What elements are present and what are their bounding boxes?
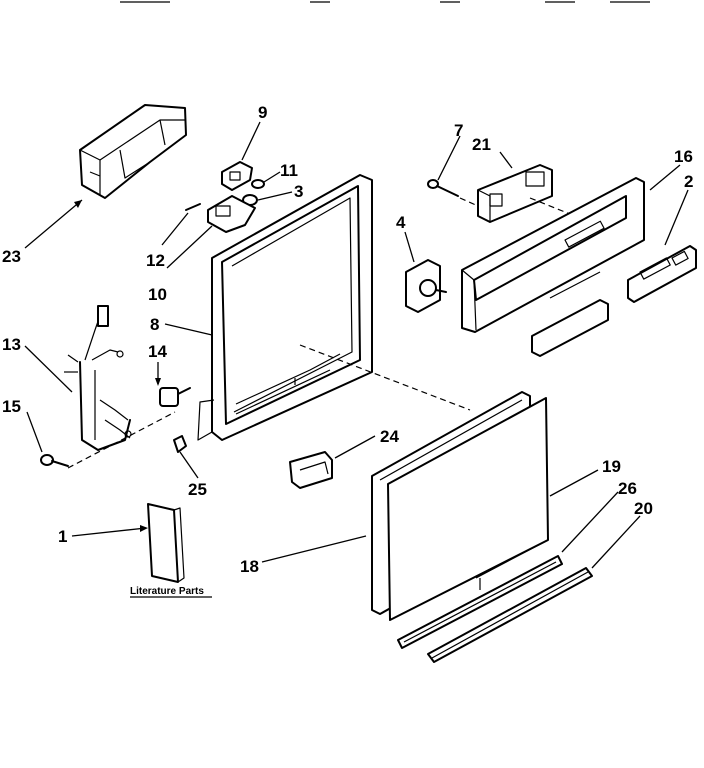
- callout-10: 10: [148, 285, 167, 304]
- callout-16: 16: [674, 147, 693, 166]
- callout-15: 15: [2, 397, 21, 416]
- callout-19: 19: [602, 457, 621, 476]
- part-7-screw: [427, 135, 479, 207]
- part-13-wire-harness: [24, 305, 132, 451]
- part-21-control-bracket: [477, 151, 571, 223]
- part-3-screw: [242, 191, 293, 206]
- part-24-handle: [289, 435, 376, 489]
- part-19-panel-insert: [387, 397, 599, 621]
- part-14-switch: [155, 362, 191, 407]
- callout-14: 14: [148, 342, 167, 361]
- callout-1: 1: [58, 527, 67, 546]
- callout-12: 12: [146, 251, 165, 270]
- part-15-screw: [26, 411, 176, 469]
- callout-8: 8: [150, 315, 159, 334]
- callout-9: 9: [258, 103, 267, 122]
- part-23-bracket-shield: [24, 104, 187, 249]
- part-8-inner-door-frame: [164, 174, 373, 441]
- callout-20: 20: [634, 499, 653, 518]
- callout-23: 23: [2, 247, 21, 266]
- callout-26: 26: [618, 479, 637, 498]
- part-10-latch-base: [166, 195, 256, 269]
- part-1-literature: [71, 503, 185, 583]
- callout-2: 2: [684, 172, 693, 191]
- callout-3: 3: [294, 182, 303, 201]
- part-16-console: [461, 164, 681, 333]
- assembly-line: [299, 344, 471, 411]
- callout-11: 11: [280, 161, 298, 180]
- callout-13: 13: [2, 335, 21, 354]
- part-20-bottom-trim: [427, 515, 641, 663]
- part-25-clip: [173, 435, 199, 479]
- callout-25: 25: [188, 480, 207, 499]
- console-trim-strip: [531, 299, 609, 357]
- part-26-trim-strip: [397, 491, 619, 649]
- part-9-latch: [221, 121, 261, 191]
- callout-24: 24: [380, 427, 399, 446]
- part-11-spring: [251, 171, 281, 189]
- part-4-selector-switch: [404, 231, 447, 313]
- part-2-overlay: [627, 189, 697, 303]
- callout-18: 18: [240, 557, 259, 576]
- literature-caption: Literature Parts: [130, 586, 204, 597]
- callout-21: 21: [472, 135, 491, 154]
- part-12-pin: [161, 203, 201, 246]
- callout-7: 7: [454, 121, 463, 140]
- callout-4: 4: [396, 213, 406, 232]
